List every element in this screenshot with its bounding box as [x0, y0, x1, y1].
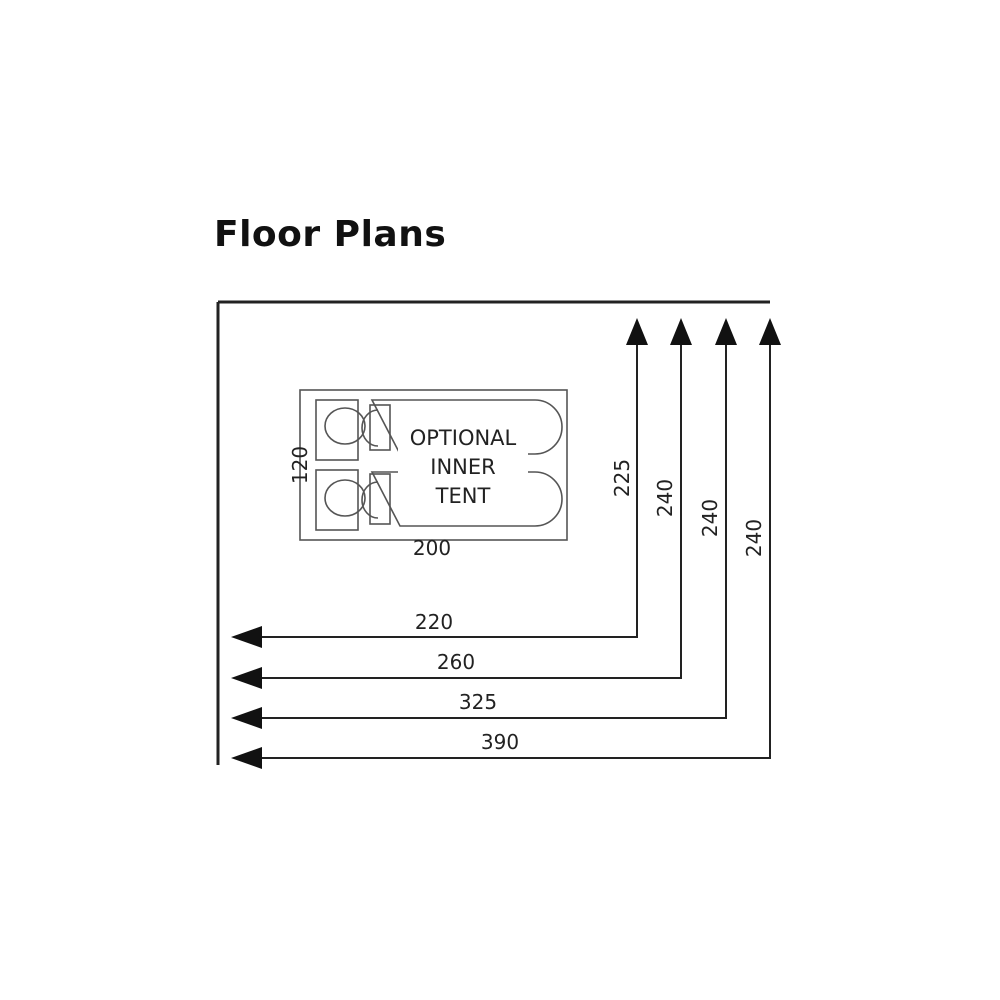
width-label-1: 220 — [415, 610, 453, 634]
arrowhead-left-2 — [231, 667, 262, 689]
inner-tent-label-line-1: OPTIONAL — [410, 426, 517, 450]
page-title: Floor Plans — [214, 214, 447, 255]
pillow-bottom-2 — [361, 481, 379, 519]
pocket-top — [315, 399, 359, 461]
inner-tent-width-label: 200 — [413, 536, 451, 560]
bed-end-top — [369, 404, 391, 451]
arrowhead-left-3 — [231, 707, 262, 729]
inner-tent-depth-label: 120 — [288, 446, 312, 484]
dimension-line-3 — [262, 340, 727, 719]
width-label-3: 325 — [459, 690, 497, 714]
arrowhead-up-4 — [759, 318, 781, 345]
inner-tent-label-bg — [398, 422, 528, 514]
arrowhead-up-2 — [670, 318, 692, 345]
pillow-bottom-1 — [324, 479, 366, 517]
dimension-line-4 — [262, 340, 771, 759]
sleeping-bag-top — [370, 399, 563, 455]
arrowhead-up-1 — [626, 318, 648, 345]
sleeping-bag-bottom — [370, 471, 563, 527]
pocket-bottom — [315, 469, 359, 531]
depth-label-1: 225 — [610, 459, 634, 497]
depth-label-2: 240 — [653, 479, 677, 517]
bed-end-bottom — [369, 473, 391, 525]
pillow-top-1 — [324, 407, 366, 445]
inner-tent-label-line-3: TENT — [435, 484, 491, 508]
depth-label-4: 240 — [742, 519, 766, 557]
arrowhead-up-3 — [715, 318, 737, 345]
arrowhead-left-4 — [231, 747, 262, 769]
width-label-2: 260 — [437, 650, 475, 674]
arrowheads — [231, 318, 781, 769]
dimension-lines — [262, 340, 771, 759]
width-label-4: 390 — [481, 730, 519, 754]
depth-label-3: 240 — [698, 499, 722, 537]
inner-tent — [299, 389, 568, 541]
dimension-line-2 — [262, 340, 682, 679]
inner-tent-label-line-2: INNER — [430, 455, 495, 479]
dimension-line-1 — [262, 340, 638, 638]
inner-tent-outline — [299, 389, 568, 541]
arrowhead-left-1 — [231, 626, 262, 648]
pillow-top-2 — [361, 409, 379, 447]
